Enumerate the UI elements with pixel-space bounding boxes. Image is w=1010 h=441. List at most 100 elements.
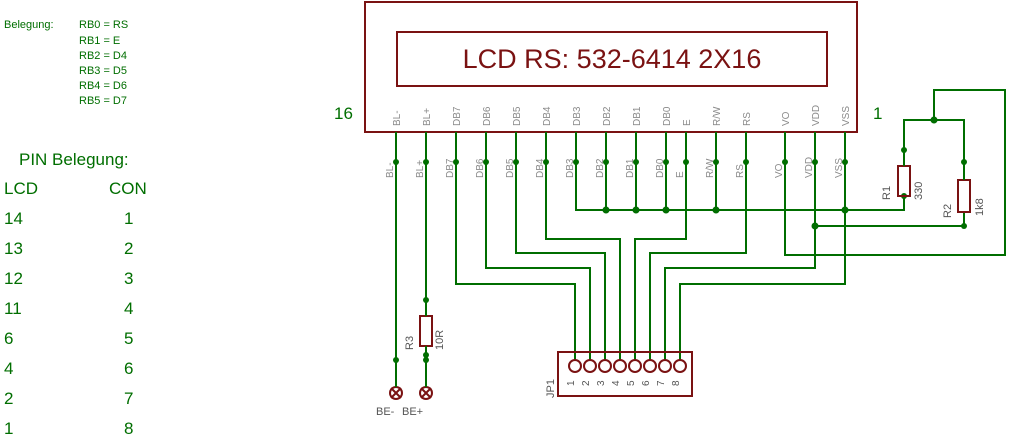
pin-table-lcd-cell: 12 xyxy=(4,269,23,288)
lcd-pin-label: DB1 xyxy=(632,106,643,126)
lcd-pin-label-outer: VSS xyxy=(834,158,845,178)
resistor-r1-body xyxy=(897,165,911,197)
pin-table-lcd-cell: 6 xyxy=(4,329,13,348)
junction-dot xyxy=(662,206,670,214)
terminal-be-plus: BE+ xyxy=(402,382,433,418)
lcd-pin-label: BL+ xyxy=(422,108,433,126)
lcd-pin-label-outer: R/W xyxy=(705,158,716,178)
terminal-be-plus-label: BE+ xyxy=(402,406,423,418)
connector-pin-label: 6 xyxy=(641,380,652,386)
pin-table-rows: 14 1 13 2 12 3 11 4 6 5 4 6 2 7 1 8 xyxy=(4,209,133,438)
lcd-pin-label: DB5 xyxy=(512,106,523,126)
resistor-r1-value: 330 xyxy=(913,182,925,200)
pin-table-con-cell: 1 xyxy=(124,209,133,228)
lcd-pin-label-outer: DB0 xyxy=(655,158,666,178)
pin-table-lcd-cell: 14 xyxy=(4,209,23,228)
pin-table-con-cell: 8 xyxy=(124,419,133,438)
belegung-line: RB3 = D5 xyxy=(79,65,127,77)
pin-table-header-con: CON xyxy=(109,179,147,198)
belegung-title: Belegung: xyxy=(4,19,54,31)
junction-dot xyxy=(712,206,720,214)
lcd-pin-label-outer: DB7 xyxy=(445,158,456,178)
connector-pin-label: 7 xyxy=(656,380,667,386)
lcd-pin-1-label: 1 xyxy=(873,104,882,123)
lcd-pin-label: VSS xyxy=(841,106,852,126)
belegung-line: RB1 = E xyxy=(79,35,120,47)
connector-jp1-body xyxy=(557,351,693,397)
connector-pin-label: 2 xyxy=(581,380,592,386)
pin-table-lcd-cell: 11 xyxy=(4,299,22,318)
resistor-r2-body xyxy=(957,179,971,213)
connector-pin xyxy=(583,359,597,373)
pin-table-con-cell: 4 xyxy=(124,299,133,318)
lcd-pin-label-outer: DB5 xyxy=(505,158,516,178)
lcd-pin-label-outer: VO xyxy=(774,163,785,178)
lcd-pin-label: RS xyxy=(742,112,753,126)
lcd-pin-label-outer: DB4 xyxy=(535,158,546,178)
lcd-pin-label: DB7 xyxy=(452,106,463,126)
wire-ground-bus xyxy=(575,160,905,211)
pin-table-header-lcd: LCD xyxy=(4,179,38,198)
lcd-pin-label-outer: E xyxy=(675,171,686,178)
lcd-pin-label-outer: BL+ xyxy=(415,160,426,178)
pin-table-lcd-cell: 13 xyxy=(4,239,23,258)
lcd-pin-label-outer: VDD xyxy=(804,157,815,178)
junction-dot xyxy=(841,206,849,214)
wire-vdd xyxy=(664,160,816,360)
resistor-r2: R2 1k8 xyxy=(942,162,986,218)
connector-pin-label: 8 xyxy=(671,380,682,386)
connector-pin xyxy=(658,359,672,373)
resistor-r2-name: R2 xyxy=(942,204,954,218)
lcd-pin-label: DB2 xyxy=(602,106,613,126)
lcd-module-outline xyxy=(364,1,858,133)
resistor-r3-body xyxy=(419,315,433,347)
lcd-pin-16-label: 16 xyxy=(334,104,353,123)
connector-pin-label: 3 xyxy=(596,380,607,386)
connector-pin xyxy=(643,359,657,373)
lcd-pin-label: VO xyxy=(781,111,792,126)
pin-table-con-cell: 7 xyxy=(124,389,133,408)
connector-jp1-name: JP1 xyxy=(545,379,557,398)
wire-db5 xyxy=(515,160,606,360)
lcd-pin-label: DB3 xyxy=(572,106,583,126)
connector-pin xyxy=(568,359,582,373)
wiring xyxy=(395,89,1006,382)
pin-table-con-cell: 2 xyxy=(124,239,133,258)
lcd-pin-label: DB4 xyxy=(542,106,553,126)
lcd-pin-label-outer: BL- xyxy=(385,162,396,178)
belegung-line: RB0 = RS xyxy=(79,19,128,31)
pin-table-title: PIN Belegung: xyxy=(19,150,129,169)
pin-table-con-cell: 6 xyxy=(124,359,133,378)
junction-dot xyxy=(961,223,967,229)
terminal-be-minus-label: BE- xyxy=(376,406,395,418)
lcd-pin-label-outer: DB2 xyxy=(595,158,606,178)
pin-table-lcd-cell: 1 xyxy=(4,419,13,438)
lcd-title: LCD RS: 532-6414 2X16 xyxy=(463,44,762,74)
lcd-pin-label: DB0 xyxy=(662,106,673,126)
lcd-pin-label: DB6 xyxy=(482,106,493,126)
connector-pin xyxy=(628,359,642,373)
resistor-r3-name: R3 xyxy=(404,336,416,350)
wire-vo xyxy=(784,89,1006,256)
connector-pin-label: 5 xyxy=(626,380,637,386)
wire-e xyxy=(634,160,687,360)
junction-dot xyxy=(393,357,399,363)
connector-pin xyxy=(613,359,627,373)
wire-db6 xyxy=(485,160,591,360)
pin-table-lcd-cell: 4 xyxy=(4,359,13,378)
terminal-be-minus: BE- xyxy=(376,382,403,418)
pin-table-lcd-cell: 2 xyxy=(4,389,13,408)
resistor-r3: R3 10R xyxy=(404,300,446,355)
wire-db7 xyxy=(455,160,576,360)
junction-dot xyxy=(811,222,819,230)
lcd-pin-label: VDD xyxy=(811,105,822,126)
pin-table-con-cell: 5 xyxy=(124,329,133,348)
belegung-line: RB5 = D7 xyxy=(79,95,127,107)
resistor-r2-value: 1k8 xyxy=(974,198,986,216)
resistor-r3-value: 10R xyxy=(434,330,446,350)
belegung-line: RB2 = D4 xyxy=(79,50,127,62)
